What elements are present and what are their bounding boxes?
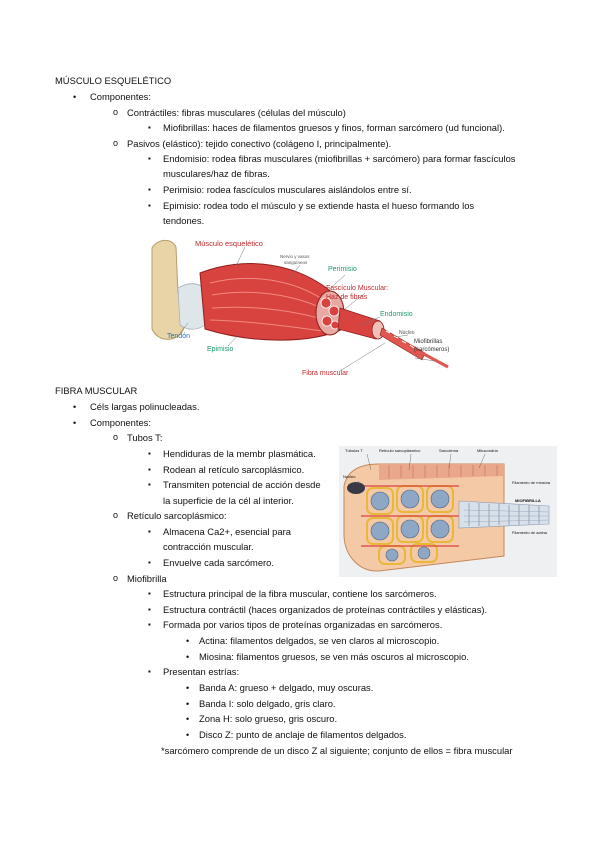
label-perimisio: Perimisio xyxy=(328,266,357,273)
label-miofibrilla: MIOFIBRILLA xyxy=(515,498,541,503)
section-title-fibra: FIBRA MUSCULAR xyxy=(55,385,138,396)
list-item-miofibrillas: Miofibrillas: haces de filamentos grueso… xyxy=(148,122,505,134)
list-item-estructura-principal: Estructura principal de la fibra muscula… xyxy=(148,588,437,600)
label-fibra-muscular: Fibra muscular xyxy=(302,370,349,377)
label-nervio-cont: sanguíneos xyxy=(284,260,308,265)
note-sarcomero: *sarcómero comprende de un disco Z al si… xyxy=(161,745,513,756)
list-item-transmiten-cont: la superficie de la cél al interior. xyxy=(163,495,294,506)
list-item-miofibrilla: Miofibrilla xyxy=(113,572,166,585)
list-item-hendiduras: Hendiduras de la membr plasmática. xyxy=(148,448,316,460)
list-item-banda-a: Banda A: grueso + delgado, muy oscuras. xyxy=(186,682,373,694)
list-item-formada: Formada por varios tipos de proteínas or… xyxy=(148,619,442,631)
list-item-epimisio-cont: tendones. xyxy=(163,215,205,226)
label-nucleo-fibra: Núcleo xyxy=(343,474,356,479)
list-item-componentes-2: Componentes: xyxy=(73,417,151,429)
figure-skeletal-muscle: Músculo esquelético Nervio y vasos sangu… xyxy=(150,233,450,383)
list-item-contractiles: Contráctiles: fibras musculares (células… xyxy=(113,106,346,119)
label-tubulos: Túbulos T xyxy=(345,448,363,453)
list-item-disco-z: Disco Z: punto de anclaje de filamentos … xyxy=(186,729,406,741)
list-item-estructura-contractil: Estructura contráctil (haces organizados… xyxy=(148,604,487,616)
label-epimisio: Epimisio xyxy=(207,346,234,353)
list-item-cels: Céls largas polinucleadas. xyxy=(73,401,200,413)
label-filamento-actina: Filamento de actina xyxy=(512,530,547,535)
list-item-componentes: Componentes: xyxy=(73,91,151,103)
label-reticulo: Retículo sarcoplásmico xyxy=(379,448,421,453)
list-item-zona-h: Zona H: solo grueso, gris oscuro. xyxy=(186,713,337,725)
label-musculo-esqueletico: Músculo esquelético xyxy=(195,239,263,248)
label-sarcomeros: (sarcómeros) xyxy=(414,347,450,353)
list-item-transmiten: Transmiten potencial de acción desde xyxy=(148,479,321,491)
label-fasciculo: Fascículo Muscular: xyxy=(326,285,389,292)
list-item-almacena: Almacena Ca2+, esencial para xyxy=(148,526,291,538)
label-nucleo: Núcleo xyxy=(399,330,415,336)
list-item-reticulo: Retículo sarcoplásmico: xyxy=(113,509,226,522)
label-haz-fibras: Haz de fibras xyxy=(326,294,368,301)
list-item-almacena-cont: contracción muscular. xyxy=(163,541,254,552)
muscle-fiber-illustration xyxy=(343,453,550,572)
skeletal-muscle-illustration xyxy=(151,239,449,372)
list-item-actina: Actina: filamentos delgados, se ven clar… xyxy=(186,635,439,647)
list-item-epimisio: Epimisio: rodea todo el músculo y se ext… xyxy=(148,200,474,212)
label-sarcolema: Sarcolema xyxy=(439,448,459,453)
section-title-musculo: MÚSCULO ESQUELÉTICO xyxy=(55,75,172,86)
list-item-miosina: Miosina: filamentos gruesos, se ven más … xyxy=(186,651,469,663)
list-item-tubos: Tubos T: xyxy=(113,431,163,444)
label-mitocondria: Mitocondria xyxy=(477,448,498,453)
list-item-rodean: Rodean al retículo sarcoplásmico. xyxy=(148,464,304,476)
label-tendon: Tendón xyxy=(167,333,190,340)
label-miofibrillas: Miofibrillas xyxy=(414,339,443,345)
label-nervio: Nervio y vasos xyxy=(280,254,310,259)
list-item-envuelve: Envuelve cada sarcómero. xyxy=(148,557,274,569)
list-item-pasivos: Pasivos (elástico): tejido conectivo (co… xyxy=(113,137,391,150)
list-item-estrias: Presentan estrías: xyxy=(148,666,239,678)
list-item-endomisio-cont: musculares/haz de fibras. xyxy=(163,168,270,179)
list-item-perimisio: Perimisio: rodea fascículos musculares a… xyxy=(148,184,412,196)
label-filamento-miosina: Filamento de miosina xyxy=(512,480,551,485)
label-endomisio: Endomisio xyxy=(380,311,413,318)
list-item-banda-i: Banda I: solo delgado, gris claro. xyxy=(186,698,336,710)
list-item-endomisio: Endomisio: rodea fibras musculares (miof… xyxy=(148,153,516,165)
figure-muscle-fiber: Túbulos T Retículo sarcoplásmico Sarcole… xyxy=(339,446,557,577)
